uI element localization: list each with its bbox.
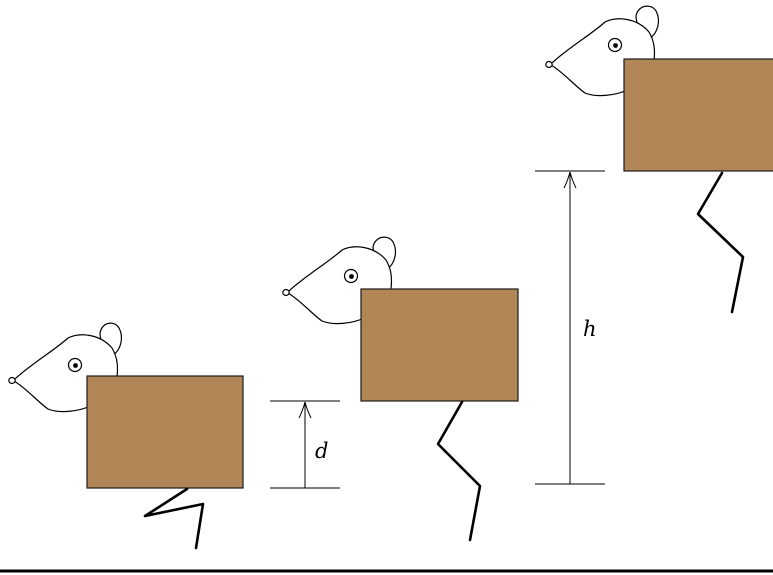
leg (436, 400, 482, 542)
leg (696, 171, 745, 314)
dimension-h: h (535, 170, 605, 485)
dimension-d: d (270, 400, 340, 489)
label-h: h (583, 317, 597, 341)
body-box (86, 375, 244, 489)
body-box (360, 288, 519, 402)
figure-airborne (545, 5, 773, 314)
nose (545, 60, 553, 69)
label-d: d (315, 439, 328, 463)
pupil (613, 43, 618, 48)
pupil (73, 363, 78, 368)
body-box (623, 58, 773, 172)
nose (8, 376, 16, 385)
pupil (349, 274, 354, 279)
figure-crouch (8, 322, 244, 550)
leg (143, 487, 205, 550)
arrow-up-icon (298, 401, 312, 419)
figure-extend (282, 236, 519, 542)
nose (282, 288, 290, 297)
arrow-up-icon (563, 171, 577, 189)
